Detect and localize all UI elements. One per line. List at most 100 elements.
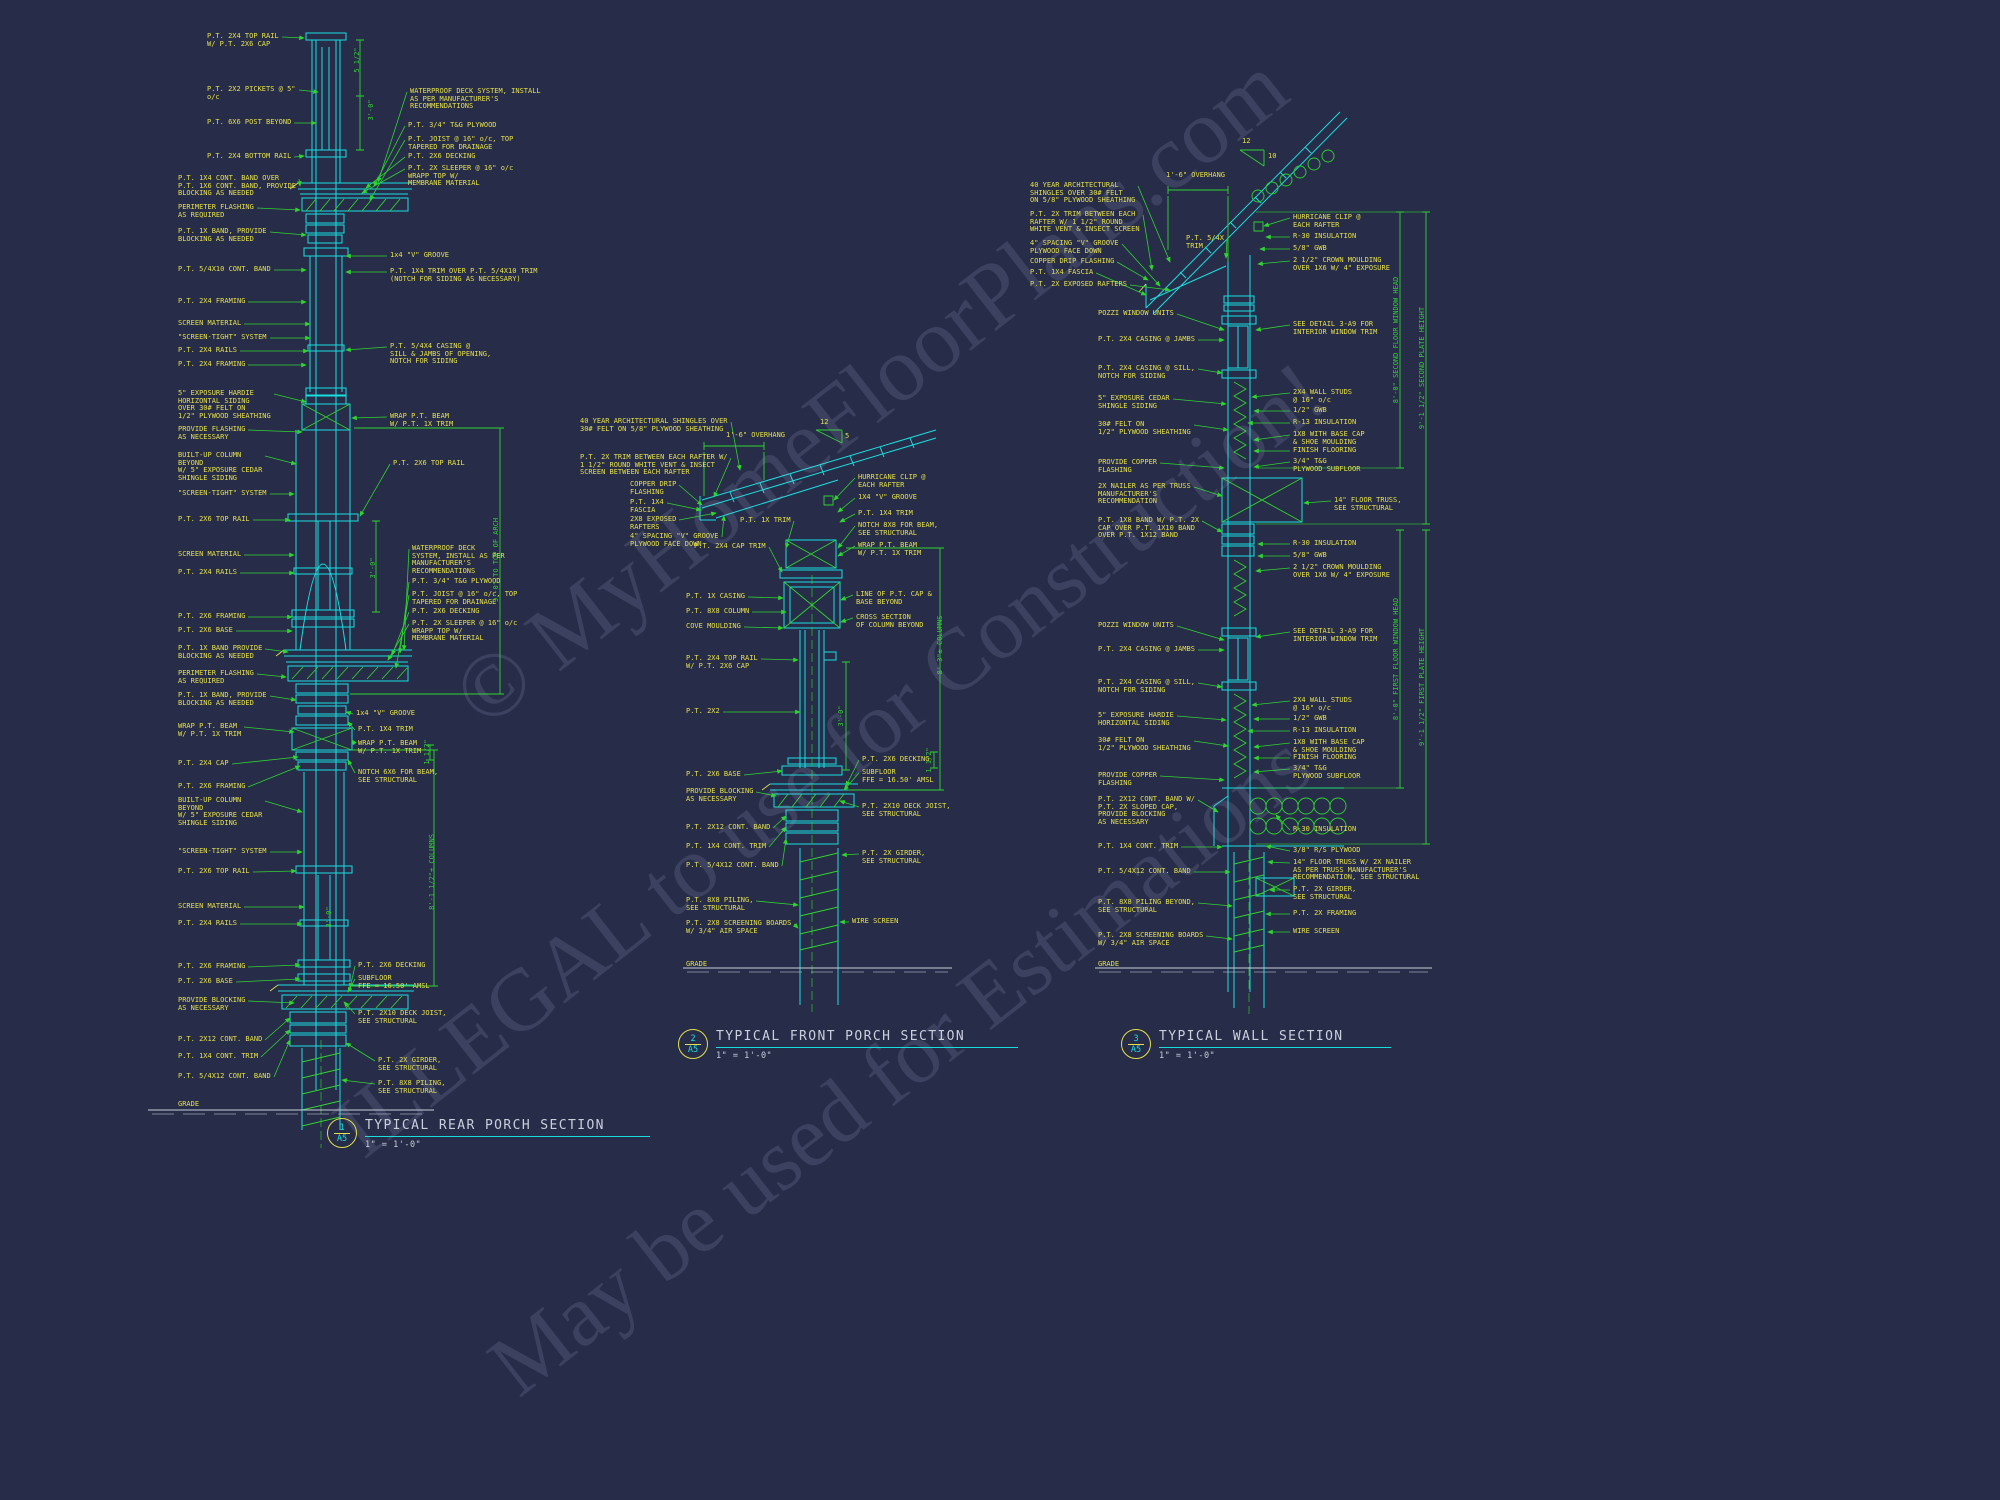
leader-line	[347, 759, 356, 774]
callout-label: P.T. 2X4 CASING @ SILL, NOTCH FOR SIDING	[1098, 364, 1195, 380]
leader-line	[269, 231, 307, 237]
title-underline	[365, 1136, 650, 1137]
callout-label: 30# FELT ON 1/2" PLYWOOD SHEATHING	[1098, 736, 1191, 752]
callout-label: 4" SPACING "V" GROOVE PLYWOOD FACE DOWN	[630, 532, 719, 548]
callout-label: PROVIDE BLOCKING AS NECESSARY	[686, 787, 754, 803]
leader-line	[345, 346, 388, 353]
dimension-label: 9'-0" TO TOP OF ARCH	[492, 517, 501, 603]
callout-label: 1x4 "V" GROOVE	[356, 709, 416, 717]
leader-line	[666, 502, 702, 512]
callout-label: P.T. 1X BAND PROVIDE BLOCKING AS NEEDED	[178, 644, 263, 660]
callout-label: WATERPROOF DECK SYSTEM, INSTALL AS PER M…	[410, 87, 541, 111]
detail-bubble-1: 1 A5	[327, 1118, 357, 1148]
callout-label: P.T. 2X10 DECK JOIST, SEE STRUCTURAL	[358, 1009, 447, 1025]
callout-label: P.T. 1X CASING	[686, 592, 746, 600]
callout-label: 30# FELT ON 1/2" PLYWOOD SHEATHING	[1098, 420, 1191, 436]
callout-label: SCREEN MATERIAL	[178, 902, 242, 910]
callout-label: PROVIDE BLOCKING AS NECESSARY	[178, 996, 246, 1012]
leader-line	[841, 852, 860, 858]
callout-label: 2X4 WALL STUDS @ 16" o/c	[1293, 388, 1353, 404]
callout-label: SUBFLOOR FFE = 16.50' AMSL	[358, 974, 430, 990]
leader-line	[296, 178, 302, 187]
leader-line	[1193, 424, 1229, 432]
callout-label: PROVIDE COPPER FLASHING	[1098, 771, 1158, 787]
grade-label: GRADE	[686, 960, 708, 968]
callout-label: P.T. 5/4X4 CASING @ SILL & JAMBS OF OPEN…	[390, 342, 492, 366]
callout-label: P.T. 8X8 PILING BEYOND, SEE STRUCTURAL	[1098, 898, 1195, 914]
callout-label: R-13 INSULATION	[1293, 726, 1357, 734]
dimension-label: 3'-0"	[325, 906, 334, 928]
callout-label: P.T. 5/4X TRIM	[1186, 234, 1224, 250]
detail-sheet: A5	[336, 1133, 348, 1144]
leader-line	[1172, 398, 1227, 406]
leader-line	[837, 525, 856, 549]
leader-line	[845, 759, 860, 787]
callout-label: "SCREEN-TIGHT" SYSTEM	[178, 333, 267, 341]
callout-label: POZZI WINDOW UNITS	[1098, 621, 1174, 629]
leader-line	[781, 838, 788, 867]
callout-label: P.T. 1X4 CONT. TRIM	[178, 1052, 259, 1060]
callout-label: HURRICANE CLIP @ EACH RAFTER	[1293, 213, 1361, 229]
leader-line	[839, 800, 860, 808]
leader-line	[1257, 260, 1291, 266]
leader-line	[1116, 261, 1149, 281]
callout-label: 40 YEAR ARCHITECTURAL SHINGLES OVER 30# …	[580, 417, 728, 433]
slope-label: 12	[820, 418, 829, 426]
dimension-label: 3'-0"	[367, 99, 376, 121]
leader-line	[345, 1042, 376, 1062]
section-title: TYPICAL WALL SECTION	[1159, 1029, 1344, 1044]
callout-label: P.T. 2X6 FRAMING	[178, 612, 246, 620]
callout-label: BUILT-UP COLUMN BEYOND W/ 5" EXPOSURE CE…	[178, 451, 263, 482]
leader-line	[231, 755, 299, 765]
slope-label: 12	[1242, 137, 1251, 145]
callout-label: P.T. 2X4 RAILS	[178, 346, 238, 354]
callout-label: P.T. 5/4X10 CONT. BAND	[178, 265, 271, 273]
callout-label: 14" FLOOR TRUSS, SEE STRUCTURAL	[1334, 496, 1402, 512]
leader-line	[1197, 368, 1223, 375]
callout-label: SCREEN MATERIAL	[178, 550, 242, 558]
section-scale: 1" = 1'-0"	[365, 1140, 422, 1150]
callout-label: 2 1/2" CROWN MOULDING OVER 1X6 W/ 4" EXP…	[1293, 563, 1390, 579]
callout-label: P.T. 1X4 CONT. TRIM	[686, 842, 767, 850]
leader-line	[1253, 461, 1291, 469]
leader-lines	[231, 35, 1332, 1085]
leader-line	[361, 168, 406, 194]
callout-label: SEE DETAIL 3-A9 FOR INTERIOR WINDOW TRIM	[1293, 320, 1378, 336]
leader-line	[843, 772, 860, 791]
callout-label: P.T. 2X12 CONT. BAND	[686, 823, 771, 831]
callout-label: P.T. 2X4 RAILS	[178, 568, 238, 576]
leader-line	[359, 463, 391, 517]
leader-line	[730, 421, 742, 471]
leader-line	[373, 125, 406, 187]
callout-label: P.T. 2X12 CONT. BAND W/ P.T. 2X SLOPED C…	[1098, 795, 1195, 826]
callout-label: 14" FLOOR TRUSS W/ 2X NAILER AS PER TRUS…	[1293, 858, 1420, 882]
callout-label: P.T. 2X8 SCREENING BOARDS W/ 3/4" AIR SP…	[686, 919, 792, 935]
callout-label: P.T. 8X8 COLUMN	[686, 607, 750, 615]
dimension-label: 8'-0" FIRST FLOOR WINDOW HEAD	[1392, 597, 1401, 721]
leader-line	[1121, 243, 1161, 287]
callout-label: 5" EXPOSURE HARDIE HORIZONTAL SIDING	[1098, 711, 1174, 727]
callout-label: P.T. 2X4 FRAMING	[178, 360, 246, 368]
callout-label: P.T. 2X4 CASING @ JAMBS	[1098, 335, 1195, 343]
leader-line	[792, 922, 799, 929]
leader-line	[345, 711, 354, 716]
callout-label: 1'-6" OVERHANG	[726, 431, 786, 439]
callout-label: R-30 INSULATION	[1293, 825, 1357, 833]
detail-bubble-2: 2 A5	[678, 1029, 708, 1059]
leader-line	[264, 800, 303, 813]
callout-label: 40 YEAR ARCHITECTURAL SHINGLES OVER 30# …	[1030, 181, 1136, 205]
callout-label: P.T. JOIST @ 16" o/c, TOP TAPERED FOR DR…	[412, 590, 518, 606]
callout-label: 5" EXPOSURE CEDAR SHINGLE SIDING	[1098, 394, 1170, 410]
leader-line	[351, 739, 357, 746]
grade-label: GRADE	[1098, 960, 1120, 968]
callout-label: 5/8" GWB	[1293, 551, 1327, 559]
leader-line	[1197, 682, 1223, 689]
callout-label: P.T. 1X BAND, PROVIDE BLOCKING AS NEEDED	[178, 691, 267, 707]
leader-line	[760, 657, 799, 663]
callout-label: 2X NAILER AS PER TRUSS MANUFACTURER'S RE…	[1098, 482, 1191, 506]
leader-line	[768, 546, 783, 573]
section-title: TYPICAL REAR PORCH SECTION	[365, 1118, 605, 1133]
callout-label: PERIMETER FLASHING AS REQUIRED	[178, 669, 254, 685]
callout-label: P.T. 2X4 TOP RAIL W/ P.T. 2X6 CAP	[207, 32, 279, 48]
